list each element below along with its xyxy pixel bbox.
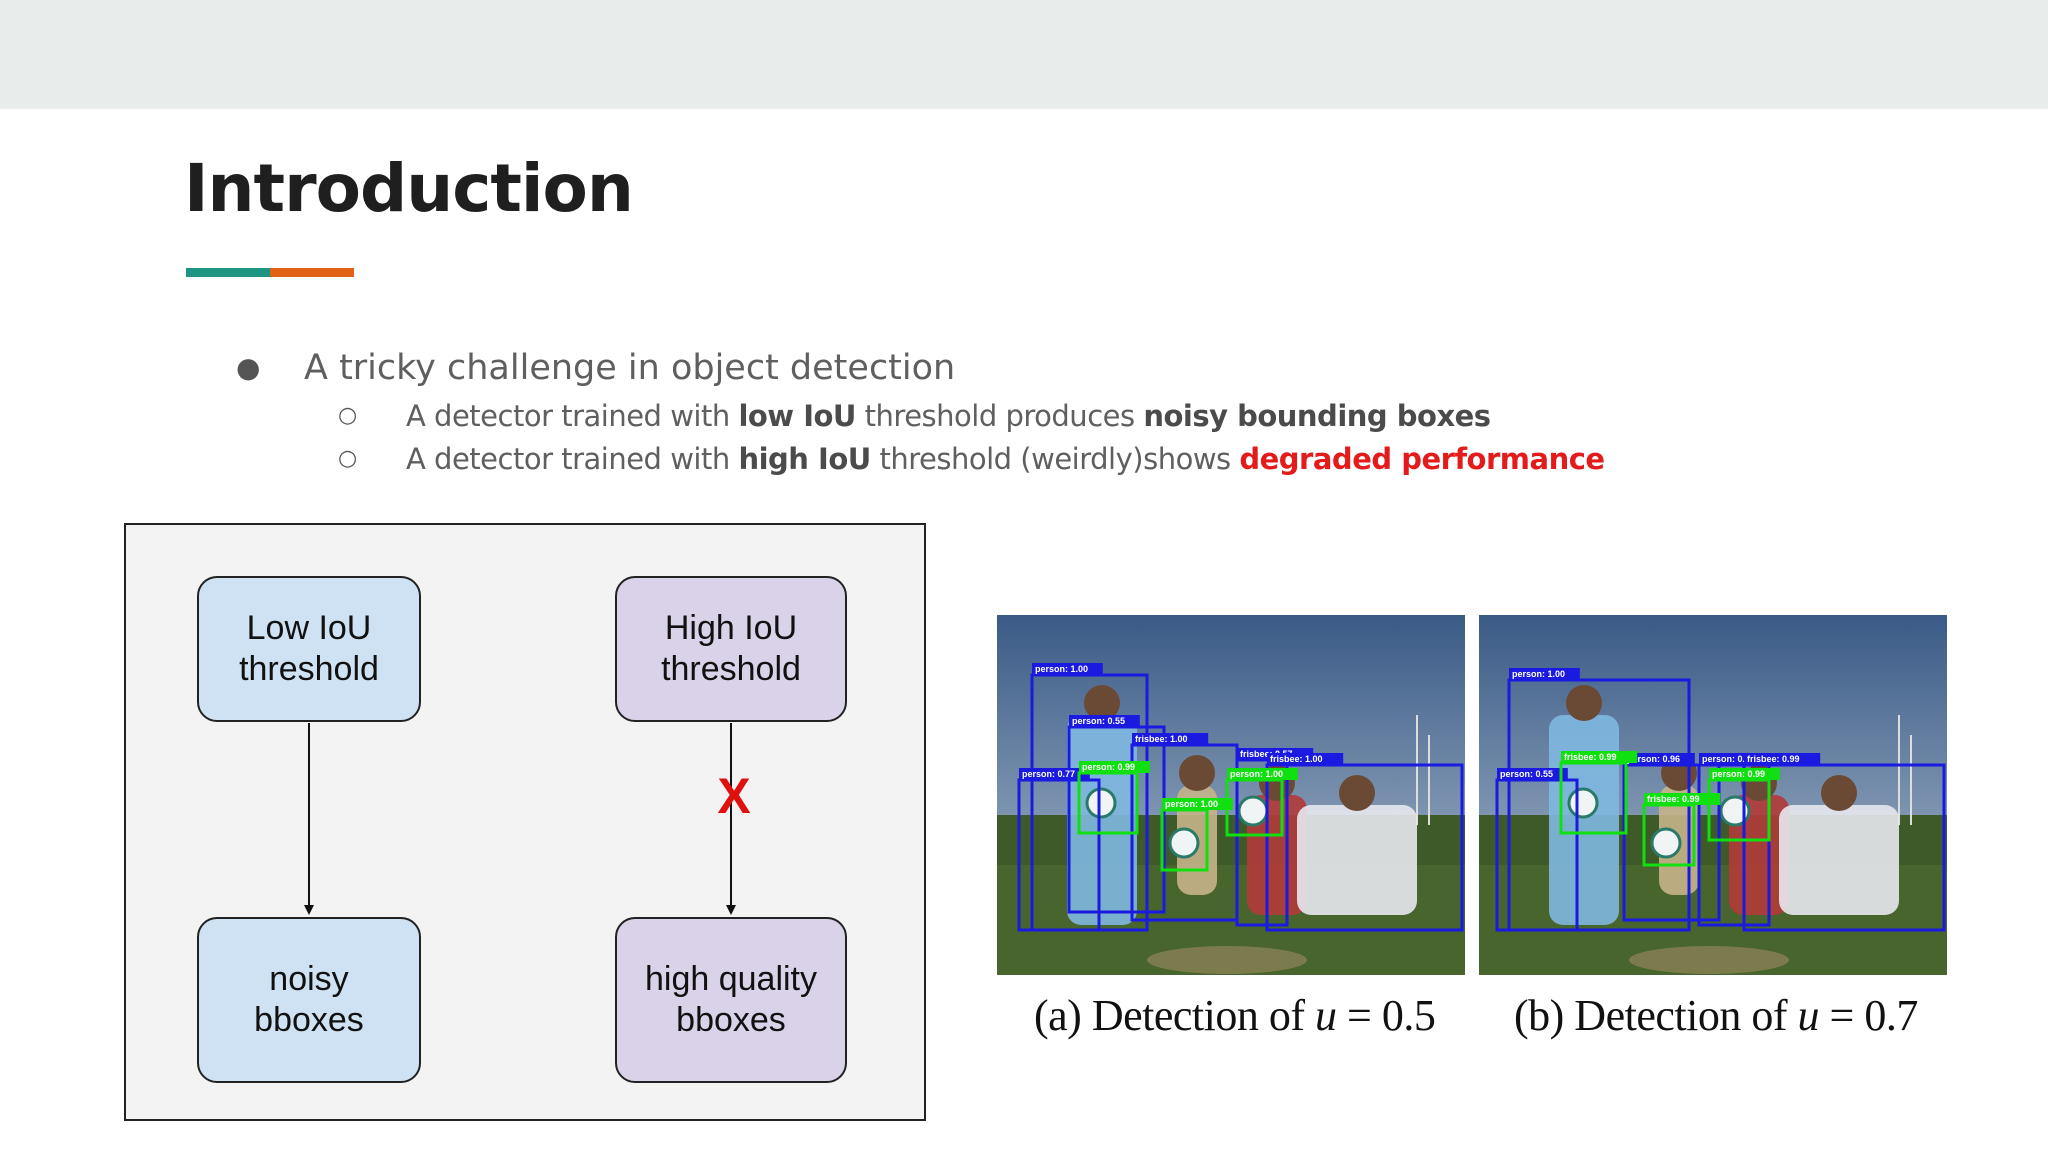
bbox-label: frisbee: 0.99 bbox=[1564, 752, 1617, 762]
person-figure bbox=[1779, 805, 1899, 915]
bold-run: high IoU bbox=[738, 442, 870, 476]
dirt-patch bbox=[1629, 946, 1789, 974]
bbox-label: frisbee: 0.99 bbox=[1647, 794, 1700, 804]
bbox-label: person: 0.55 bbox=[1072, 716, 1125, 726]
node-low-iou-threshold: Low IoU threshold bbox=[197, 576, 421, 722]
person-head bbox=[1339, 775, 1375, 811]
dirt-patch bbox=[1147, 946, 1307, 974]
node-high-iou-threshold: High IoU threshold bbox=[615, 576, 847, 722]
highlight-run: degraded performance bbox=[1239, 442, 1604, 476]
detection-photo-a: person: 1.00 person: 0.55 person: 0.77 fris… bbox=[997, 615, 1465, 975]
caption-b-value: = 0.7 bbox=[1819, 991, 1918, 1040]
node-noisy-bboxes: noisy bboxes bbox=[197, 917, 421, 1083]
node-high-quality-bboxes: high quality bboxes bbox=[615, 917, 847, 1083]
bbox-label: frisbee: 0.99 bbox=[1747, 754, 1800, 764]
bullet-circle-icon: ○ bbox=[338, 396, 357, 436]
bullet-list: ● A tricky challenge in object detection… bbox=[0, 0, 2048, 500]
text-run: threshold (weirdly)shows bbox=[871, 442, 1240, 476]
bullet-sub-1-text: A detector trained with low IoU threshol… bbox=[406, 396, 1491, 436]
person-head bbox=[1821, 775, 1857, 811]
caption-a-value: = 0.5 bbox=[1337, 991, 1436, 1040]
bullet-dot-icon: ● bbox=[236, 344, 260, 392]
person-figure bbox=[1297, 805, 1417, 915]
caption-a: (a) Detection of u = 0.5 bbox=[1034, 990, 1435, 1041]
bbox-label: person: 0.55 bbox=[1500, 769, 1553, 779]
caption-b: (b) Detection of u = 0.7 bbox=[1514, 990, 1918, 1041]
caption-b-prefix: (b) Detection of bbox=[1514, 991, 1798, 1040]
frisbee bbox=[1569, 789, 1597, 817]
bbox-label: person: 1.00 bbox=[1165, 799, 1218, 809]
detection-image-a: person: 1.00 person: 0.55 person: 0.77 fris… bbox=[997, 615, 1465, 975]
bbox-label: frisbee: 1.00 bbox=[1135, 734, 1188, 744]
bbox-label: person: 1.00 bbox=[1035, 664, 1088, 674]
person-head bbox=[1179, 755, 1215, 791]
bbox-label: frisbee: 1.00 bbox=[1270, 754, 1323, 764]
bullet-circle-icon: ○ bbox=[338, 439, 357, 479]
bullet-sub-2-text: A detector trained with high IoU thresho… bbox=[406, 439, 1605, 479]
text-run: A detector trained with bbox=[406, 399, 738, 433]
frisbee bbox=[1652, 829, 1680, 857]
bbox-label: person: 1.00 bbox=[1230, 769, 1283, 779]
bullet-main-text: A tricky challenge in object detection bbox=[304, 344, 955, 392]
frisbee bbox=[1087, 789, 1115, 817]
cross-mark-icon: X bbox=[709, 771, 759, 821]
caption-a-var: u bbox=[1315, 991, 1337, 1040]
bbox-label: person: 1.00 bbox=[1512, 669, 1565, 679]
bold-run: noisy bounding boxes bbox=[1143, 399, 1490, 433]
bold-run: low IoU bbox=[738, 399, 856, 433]
text-run: A detector trained with bbox=[406, 442, 738, 476]
frisbee bbox=[1170, 829, 1198, 857]
caption-a-prefix: (a) Detection of bbox=[1034, 991, 1315, 1040]
frisbee bbox=[1239, 797, 1267, 825]
text-run: threshold produces bbox=[856, 399, 1143, 433]
bbox-label: person: 0.77 bbox=[1022, 769, 1075, 779]
caption-b-var: u bbox=[1798, 991, 1820, 1040]
person-head bbox=[1566, 685, 1602, 721]
iou-diagram: Low IoU threshold High IoU threshold noi… bbox=[124, 523, 926, 1121]
bbox-label: person: 0.99 bbox=[1082, 762, 1135, 772]
bbox-label: person: 0.99 bbox=[1712, 769, 1765, 779]
